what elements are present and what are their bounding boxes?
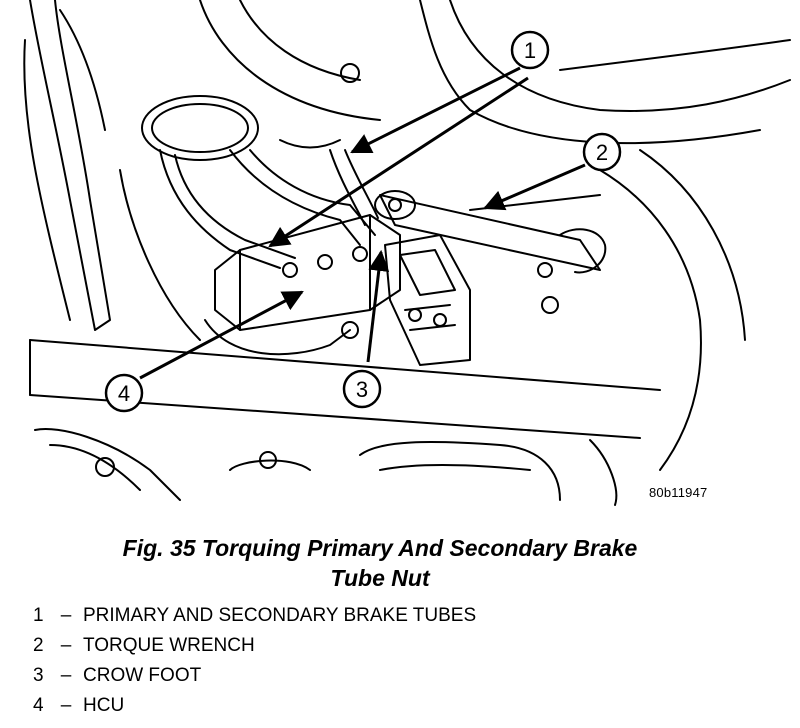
lower-components [34, 428, 618, 506]
brake-hcu-illustration: 1 2 3 4 [23, 0, 791, 506]
legend-separator: – [60, 605, 72, 626]
svg-text:4: 4 [118, 381, 130, 406]
callout-3: 3 [342, 369, 382, 409]
callout-1: 1 [510, 30, 550, 70]
legend-item: 3–CROW FOOT [33, 661, 476, 691]
legend-separator: – [60, 695, 72, 716]
legend-separator: – [60, 665, 72, 686]
legend-number: 3 [33, 665, 44, 686]
callout-4: 4 [104, 373, 144, 413]
svg-text:1: 1 [524, 38, 536, 63]
legend-text: PRIMARY AND SECONDARY BRAKE TUBES [83, 605, 477, 626]
torque-wrench [374, 190, 607, 274]
legend-text: HCU [83, 695, 125, 716]
caption-line-1: Fig. 35 Torquing Primary And Secondary B… [122, 535, 638, 561]
legend-number: 1 [33, 605, 44, 626]
legend-list: 1–PRIMARY AND SECONDARY BRAKE TUBES 2–TO… [33, 601, 476, 721]
figure-caption: Fig. 35 Torquing Primary And Secondary B… [0, 533, 760, 593]
legend-text: TORQUE WRENCH [83, 635, 255, 656]
legend-item: 2–TORQUE WRENCH [33, 631, 476, 661]
brake-tubes [141, 95, 379, 269]
svg-text:2: 2 [596, 140, 608, 165]
legend-item: 1–PRIMARY AND SECONDARY BRAKE TUBES [33, 601, 476, 631]
legend-item: 4–HCU [33, 691, 476, 721]
legend-text: CROW FOOT [83, 665, 202, 686]
left-body-panel [23, 0, 201, 341]
legend-separator: – [60, 635, 72, 656]
bolts [95, 63, 559, 477]
leader-lines [139, 66, 586, 380]
figure-id-code: 80b11947 [649, 485, 708, 500]
svg-text:3: 3 [356, 377, 368, 402]
caption-line-2: Tube Nut [330, 565, 430, 591]
legend-number: 2 [33, 635, 44, 656]
callout-2: 2 [582, 132, 622, 172]
module-bracket [384, 234, 471, 366]
firewall-outline [199, 0, 791, 471]
legend-number: 4 [33, 695, 44, 716]
